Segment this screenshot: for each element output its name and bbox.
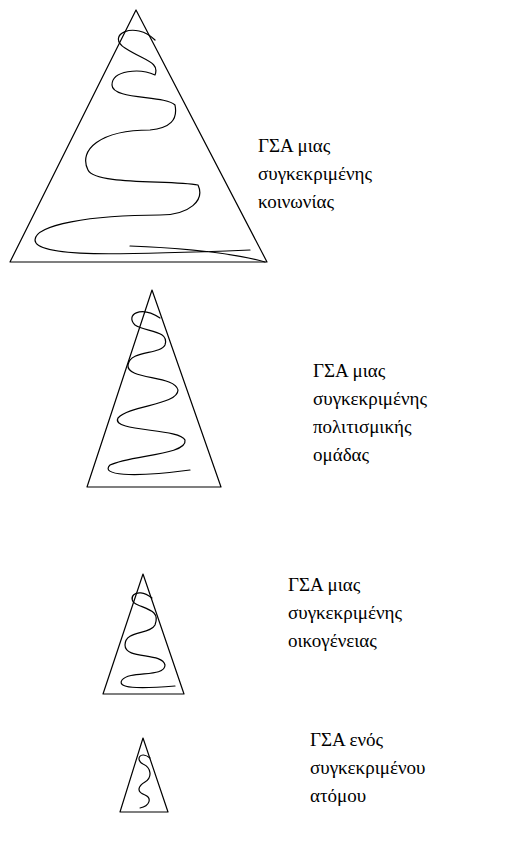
society-triangle — [10, 10, 267, 262]
triangle-caption: ΓΣΑ μιας συγκεκριμένης πολιτισμικής ομάδ… — [313, 357, 463, 469]
triangle-caption: ΓΣΑ μιας συγκεκριμένης οικογένειας — [288, 571, 438, 655]
society-spiral — [35, 30, 265, 262]
cultural-group-triangle — [87, 290, 221, 487]
individual-spiral — [139, 755, 150, 808]
individual-triangle — [120, 738, 168, 812]
triangle-caption: ΓΣΑ μιας συγκεκριμένης κοινωνίας — [258, 132, 408, 216]
cultural-group-spiral — [108, 312, 190, 475]
family-spiral — [121, 593, 175, 688]
triangle-caption: ΓΣΑ ενός συγκεκριμένου ατόμου — [310, 726, 460, 810]
family-triangle — [103, 574, 184, 694]
